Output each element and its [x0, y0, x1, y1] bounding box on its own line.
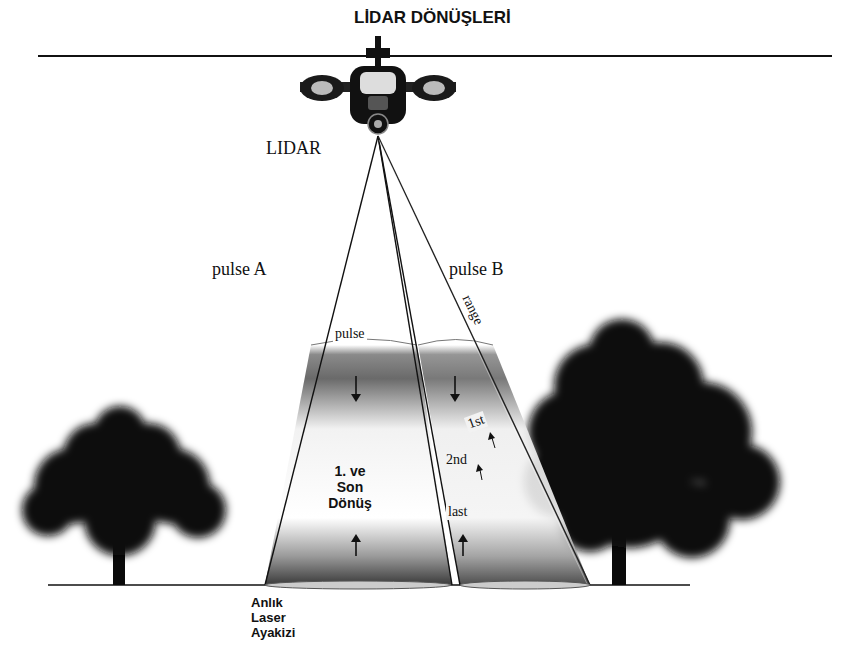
pulse-label: pulse	[333, 326, 367, 342]
lidar-lens	[374, 120, 382, 128]
tree-crown	[22, 406, 226, 556]
pulse-front	[418, 340, 493, 346]
arrow-up	[355, 540, 357, 556]
canopy	[360, 72, 396, 94]
arrow-head	[450, 394, 460, 402]
arrow-head	[476, 464, 483, 472]
laser-beam-fill	[265, 345, 452, 585]
laser-footprint	[265, 581, 451, 589]
engine-intake	[423, 81, 445, 95]
arrow-down	[454, 376, 456, 396]
beam-edge	[265, 136, 378, 585]
engine-pod	[300, 75, 344, 101]
lidar-sensor	[368, 114, 388, 134]
arrow-up	[492, 438, 495, 448]
beam-edge	[378, 136, 590, 585]
return-label: 1. ve Son Dönüş	[322, 463, 378, 511]
pulse-label: pulse B	[449, 259, 504, 280]
helicopter	[300, 36, 456, 134]
engine-intake	[311, 81, 333, 95]
arrow-head	[488, 432, 495, 440]
return-label: 2nd	[444, 452, 469, 468]
return-label: last	[446, 504, 469, 520]
beam-edge-highlight	[379, 140, 589, 588]
arrow-head	[351, 534, 361, 542]
arrow-up	[480, 470, 482, 480]
laser-footprint	[460, 581, 590, 589]
rotor-hub	[366, 48, 390, 58]
arrow-head	[351, 394, 361, 402]
rotor-line	[38, 55, 832, 57]
tree-left	[22, 406, 226, 585]
direction-arrows	[351, 376, 495, 556]
pulse-label: pulse A	[212, 259, 267, 280]
range-label: range	[458, 293, 486, 328]
arrow-head	[458, 534, 468, 542]
laser-beam-fill	[418, 345, 590, 585]
diagram-title: LİDAR DÖNÜŞLERİ	[354, 8, 511, 28]
arrow-down	[355, 376, 357, 396]
footprint-label: Anlık Laser Ayakizi	[251, 596, 321, 641]
arrow-up	[462, 540, 464, 556]
device-label: LIDAR	[266, 138, 321, 159]
canopy	[368, 96, 388, 110]
engine-pod	[412, 75, 456, 101]
